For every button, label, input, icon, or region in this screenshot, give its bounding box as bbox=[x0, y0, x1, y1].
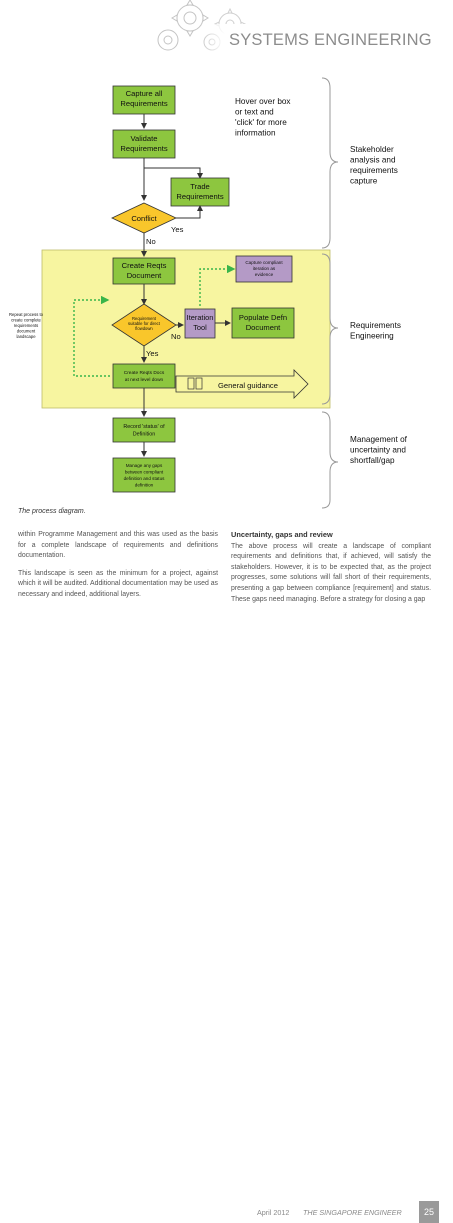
page-footer: April 2012 THE SINGAPORE ENGINEER 25 bbox=[0, 600, 453, 1223]
stakeholder-brace bbox=[321, 77, 339, 249]
paragraph: within Programme Management and this was… bbox=[18, 531, 218, 560]
paragraph: The above process will create a landscap… bbox=[231, 542, 431, 603]
left-column: within Programme Management and this was… bbox=[18, 530, 218, 608]
svg-text:General guidance: General guidance bbox=[218, 381, 278, 390]
page-number: 25 bbox=[419, 1201, 439, 1223]
conflict-decision[interactable]: Conflict bbox=[111, 202, 177, 234]
general-guidance-arrow[interactable]: General guidance bbox=[175, 369, 309, 399]
management-brace bbox=[321, 411, 339, 509]
right-column: Uncertainty, gaps and review The above p… bbox=[231, 530, 431, 612]
magazine-name: THE SINGAPORE ENGINEER bbox=[303, 1208, 402, 1217]
issue-date: April 2012 bbox=[257, 1208, 290, 1217]
yes-label: Yes bbox=[171, 225, 184, 234]
engineering-brace bbox=[321, 253, 339, 405]
no-label: No bbox=[146, 237, 156, 246]
figure-caption: The process diagram. bbox=[18, 508, 86, 515]
svg-text:Conflict: Conflict bbox=[131, 214, 157, 223]
header-band bbox=[200, 24, 453, 54]
page-header: SYSTEMS ENGINEERING bbox=[0, 0, 453, 60]
yes-label: Yes bbox=[146, 349, 159, 358]
gear-icon bbox=[157, 0, 221, 51]
no-label: No bbox=[171, 332, 181, 341]
section-title: SYSTEMS ENGINEERING bbox=[229, 31, 432, 49]
section-heading: Uncertainty, gaps and review bbox=[231, 530, 333, 539]
paragraph: This landscape is seen as the minimum fo… bbox=[18, 569, 218, 598]
